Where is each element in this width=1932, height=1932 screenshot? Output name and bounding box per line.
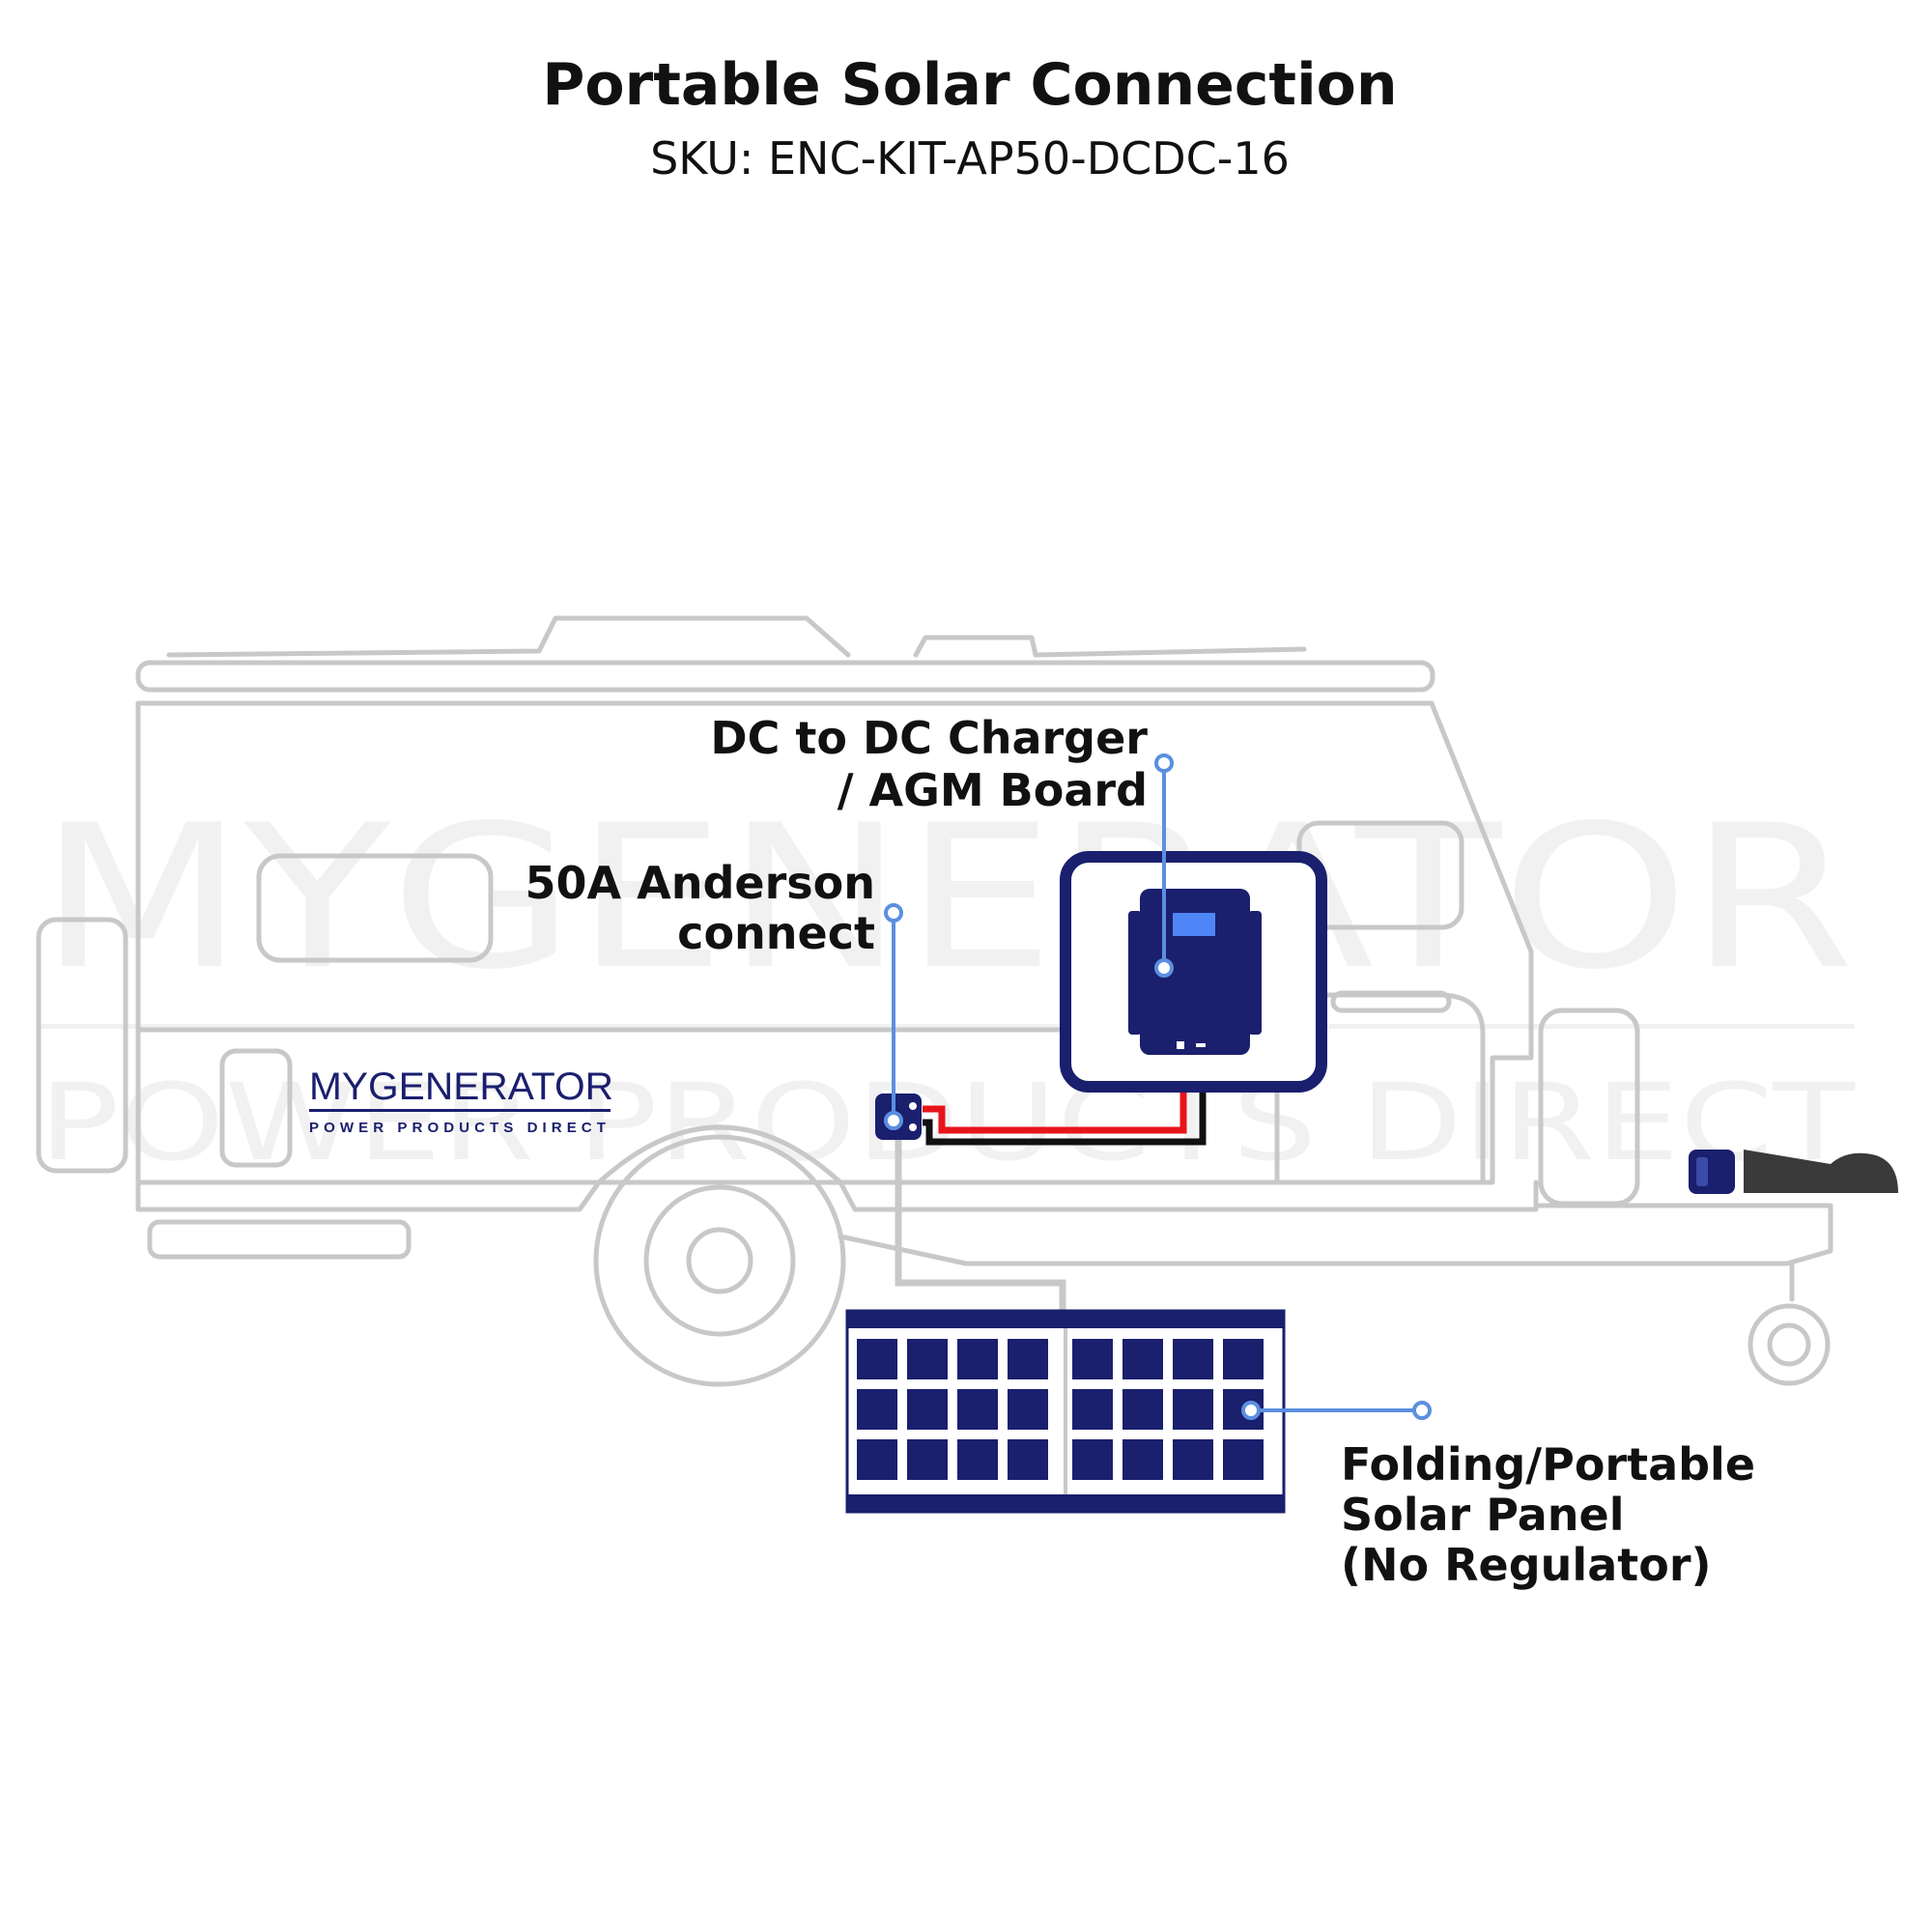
leader-charger-anchor	[1154, 958, 1174, 978]
solar-cell	[1122, 1339, 1163, 1379]
solar-panel-bottom-bar	[847, 1494, 1284, 1512]
wheel-arch	[596, 1124, 843, 1185]
solar-cell	[907, 1439, 948, 1480]
wheel-hub	[686, 1227, 753, 1294]
drawbar	[838, 1203, 1833, 1266]
front-window	[256, 853, 494, 963]
logo-rule	[309, 1109, 611, 1112]
solar-cell	[1122, 1439, 1163, 1480]
roof-band	[135, 660, 1435, 693]
wire-positive	[923, 1053, 1187, 1134]
side-hatch	[219, 1048, 293, 1168]
jockey-hub	[1767, 1322, 1811, 1367]
lower-skirt-rear	[838, 1179, 1539, 1212]
leader-charger-end	[1154, 753, 1174, 773]
rear-box	[1274, 992, 1486, 1185]
page-title: Portable Solar Connection	[542, 51, 1397, 119]
anderson-pin-bottom	[909, 1123, 917, 1131]
leaders	[884, 753, 1432, 1420]
sku-subtitle: SKU: ENC-KIT-AP50-DCDC-16	[650, 132, 1290, 185]
solar-cell	[1173, 1439, 1213, 1480]
spare-plug-contact	[1696, 1157, 1708, 1186]
leader-anderson-end	[884, 903, 903, 923]
hitch-coupling-icon	[1744, 1150, 1898, 1193]
panel-cable	[895, 1125, 1066, 1314]
spare-holder	[36, 917, 128, 1174]
spare-plug-icon	[1689, 1150, 1735, 1194]
leader-anderson-anchor	[884, 1111, 903, 1130]
caravan-logo: MYGENERATOR POWER PRODUCTS DIRECT	[309, 1065, 613, 1136]
solar-cell	[857, 1439, 897, 1480]
watermark-main: MYGENERATOR	[39, 783, 1855, 1013]
solar-cell	[957, 1339, 998, 1379]
solar-cell	[1008, 1439, 1048, 1480]
charger-fin-right	[1248, 911, 1262, 1035]
solar-cell	[1008, 1339, 1048, 1379]
solar-panel-icon	[845, 1309, 1286, 1514]
roof-hatch-rear	[913, 635, 1307, 658]
charger-terminal-pos	[1177, 1041, 1184, 1049]
solar-cell	[1008, 1389, 1048, 1430]
watermark: MYGENERATOR POWER PRODUCTS DIRECT	[39, 783, 1856, 1184]
jockey-wheel	[1747, 1303, 1831, 1386]
charger-label-line1: DC to DC Charger	[710, 712, 1148, 764]
solar-cell	[957, 1389, 998, 1430]
caravan-icon	[36, 615, 1833, 1387]
solar-cell	[1072, 1339, 1113, 1379]
anderson-label-line1: 50A Anderson	[525, 857, 875, 909]
anderson-pin-top	[909, 1102, 917, 1110]
logo-main-text: MYGENERATOR	[309, 1065, 613, 1108]
solar-cell	[1072, 1439, 1113, 1480]
leader-panel-end	[1412, 1401, 1432, 1420]
solar-cell	[1072, 1389, 1113, 1430]
charger-body	[1140, 889, 1250, 1055]
solar-cell	[1173, 1389, 1213, 1430]
solar-cell	[857, 1389, 897, 1430]
solar-cell	[857, 1339, 897, 1379]
solar-cell	[1223, 1439, 1264, 1480]
charger-fin-left	[1128, 911, 1142, 1035]
solar-cell	[907, 1389, 948, 1430]
solar-cell	[1173, 1339, 1213, 1379]
leader-panel-anchor	[1241, 1401, 1261, 1420]
solar-cell	[907, 1339, 948, 1379]
solar-panel-hinge	[1064, 1328, 1067, 1494]
charger-terminal-neg	[1196, 1043, 1206, 1047]
solar-cell	[1122, 1389, 1163, 1430]
wheel-rim	[643, 1184, 796, 1337]
watermark-sub: POWER PRODUCTS DIRECT	[39, 1061, 1856, 1184]
logo-sub-text: POWER PRODUCTS DIRECT	[309, 1120, 611, 1136]
caravan-body	[135, 700, 1534, 1185]
wire-negative	[923, 1053, 1207, 1146]
charger-label-line2: / AGM Board	[838, 764, 1148, 816]
solar-panel-top-bar	[847, 1311, 1284, 1328]
panel-label-line2: Solar Panel	[1341, 1489, 1624, 1541]
solar-cell	[1223, 1339, 1264, 1379]
panel-label-line1: Folding/Portable	[1341, 1438, 1755, 1491]
charger-screen	[1173, 913, 1215, 936]
roof-hatch-front	[166, 615, 851, 658]
lower-skirt-front	[135, 1179, 602, 1212]
wheel-tyre	[593, 1134, 846, 1387]
solar-cell	[957, 1439, 998, 1480]
step	[147, 1219, 412, 1260]
panel-label-line3: (No Regulator)	[1341, 1539, 1712, 1591]
anderson-label-line2: connect	[677, 907, 875, 959]
watermark-rule	[39, 1024, 1855, 1029]
charger-icon	[1060, 851, 1327, 1093]
